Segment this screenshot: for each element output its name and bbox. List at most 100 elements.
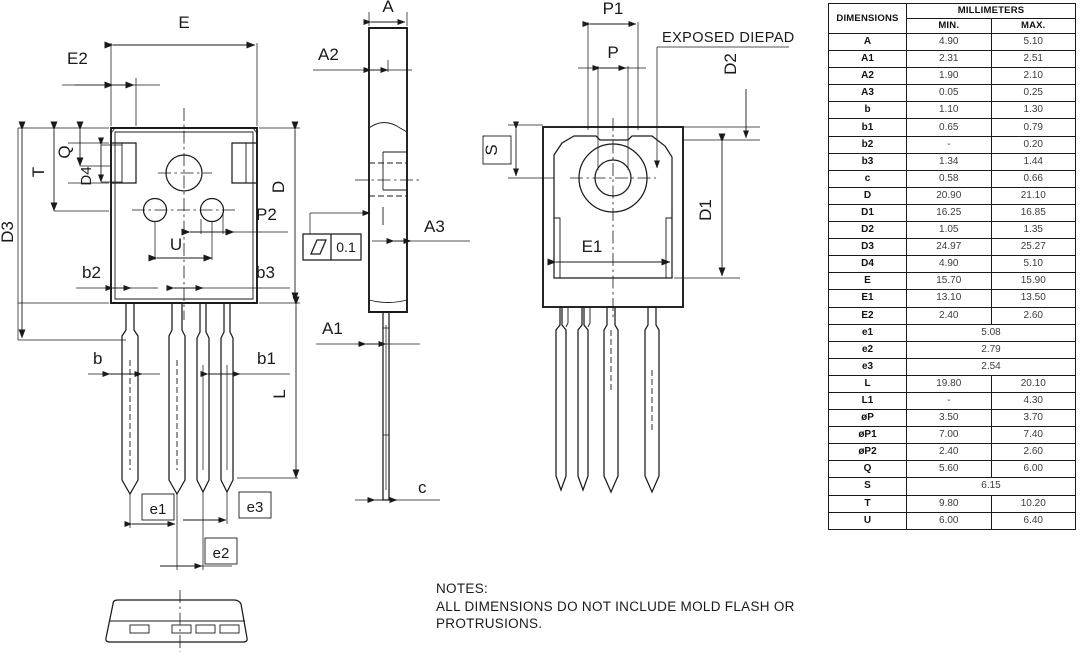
dimension-max: 0.25 bbox=[990, 84, 1076, 103]
dimension-min: 15.70 bbox=[906, 272, 992, 291]
dimension-symbol: E2 bbox=[828, 306, 907, 325]
dimension-label-U: U bbox=[170, 235, 182, 254]
dimension-symbol: c bbox=[828, 169, 907, 188]
dimension-symbol: D2 bbox=[828, 221, 907, 240]
dimension-label-A3: A3 bbox=[424, 217, 445, 236]
dimension-symbol: D3 bbox=[828, 238, 907, 257]
dimension-max: 2.60 bbox=[990, 443, 1076, 462]
dimension-min: 6.00 bbox=[906, 511, 992, 530]
dimension-min: 1.05 bbox=[906, 221, 992, 240]
dimension-min: - bbox=[906, 391, 992, 411]
dimension-max: 20.10 bbox=[990, 374, 1076, 393]
dimension-min: 0.65 bbox=[906, 118, 992, 137]
dimension-max: 5.10 bbox=[990, 32, 1076, 52]
dimension-c: c bbox=[355, 478, 440, 503]
header-max: MAX. bbox=[990, 18, 1076, 34]
exposed-diepad-label: EXPOSED DIEPAD bbox=[662, 30, 795, 46]
dimension-symbol: T bbox=[828, 494, 907, 513]
dimension-D1: D1 bbox=[696, 133, 726, 277]
dimension-max: 13.50 bbox=[990, 289, 1076, 308]
dimension-A2: A2 bbox=[313, 45, 412, 73]
dimension-U: U bbox=[148, 222, 213, 262]
table-row: L1-4.30 bbox=[828, 391, 1076, 411]
dimension-b: b bbox=[88, 349, 160, 377]
dimension-max: 0.20 bbox=[990, 135, 1076, 154]
dimension-symbol: Q bbox=[828, 460, 907, 479]
front-view: E E2 D D3 T bbox=[0, 13, 300, 652]
dimension-value: 5.08 bbox=[906, 323, 1076, 342]
front-view-body-outline bbox=[110, 127, 258, 304]
dimension-max: 0.66 bbox=[990, 169, 1076, 188]
dimension-max: 3.70 bbox=[990, 409, 1076, 428]
dimension-label-E2: E2 bbox=[67, 49, 88, 68]
dimension-L: L bbox=[237, 296, 300, 479]
dimension-max: 6.40 bbox=[990, 511, 1076, 530]
dimension-max: 5.10 bbox=[990, 255, 1076, 274]
dimension-min: - bbox=[906, 135, 992, 154]
dimension-min: 2.40 bbox=[906, 443, 992, 462]
dimension-symbol: A bbox=[828, 32, 907, 52]
dimension-max: 0.79 bbox=[990, 118, 1076, 137]
dimension-P: P bbox=[578, 43, 646, 71]
dimension-symbol: S bbox=[828, 477, 907, 496]
dimension-D: D bbox=[269, 121, 299, 302]
dimension-min: 7.00 bbox=[906, 426, 992, 445]
rear-view: P1 P D2 D1 E1 bbox=[482, 0, 795, 494]
dimension-label-P2: P2 bbox=[256, 205, 277, 224]
dimension-symbol: A3 bbox=[828, 84, 907, 103]
dimensions-table-head: DIMENSIONS MILLIMETERS MIN. MAX. bbox=[828, 3, 1076, 34]
dimension-symbol: D1 bbox=[828, 203, 907, 223]
dimension-label-A2: A2 bbox=[318, 45, 339, 64]
dimension-min: 3.50 bbox=[906, 409, 992, 428]
dimension-label-D1: D1 bbox=[696, 199, 715, 221]
dimension-label-S: S bbox=[482, 144, 501, 155]
dimension-symbol: D bbox=[828, 186, 907, 205]
dimension-label-D4: D4 bbox=[78, 166, 95, 185]
dimension-max: 1.44 bbox=[990, 152, 1076, 171]
header-min: MIN. bbox=[906, 18, 992, 34]
dimension-label-D: D bbox=[269, 181, 288, 193]
dimension-symbol: e2 bbox=[828, 340, 907, 359]
dimension-min: 20.90 bbox=[906, 186, 992, 205]
dimension-P2: P2 bbox=[181, 205, 288, 236]
side-view: A A2 A3 A1 bbox=[302, 0, 470, 503]
rear-view-leads bbox=[555, 306, 660, 494]
rear-view-mounting-hole bbox=[570, 118, 656, 318]
dimension-max: 10.20 bbox=[990, 494, 1076, 513]
dimension-symbol: b2 bbox=[828, 135, 907, 154]
dimension-value: 6.15 bbox=[906, 477, 1076, 496]
side-view-body-outline bbox=[355, 27, 420, 313]
dimension-label-E: E bbox=[178, 13, 189, 32]
bottom-view bbox=[105, 590, 248, 652]
dimension-min: 24.97 bbox=[906, 238, 992, 257]
dimension-symbol: E1 bbox=[828, 289, 907, 308]
dimension-symbol: U bbox=[828, 511, 907, 530]
header-units: MILLIMETERS bbox=[906, 3, 1076, 19]
header-dimensions: DIMENSIONS bbox=[828, 3, 907, 34]
dimension-label-D3: D3 bbox=[0, 221, 17, 243]
dimension-D3: D3 bbox=[0, 121, 26, 339]
dimension-max: 6.00 bbox=[990, 460, 1076, 479]
dimension-max: 21.10 bbox=[990, 186, 1076, 205]
